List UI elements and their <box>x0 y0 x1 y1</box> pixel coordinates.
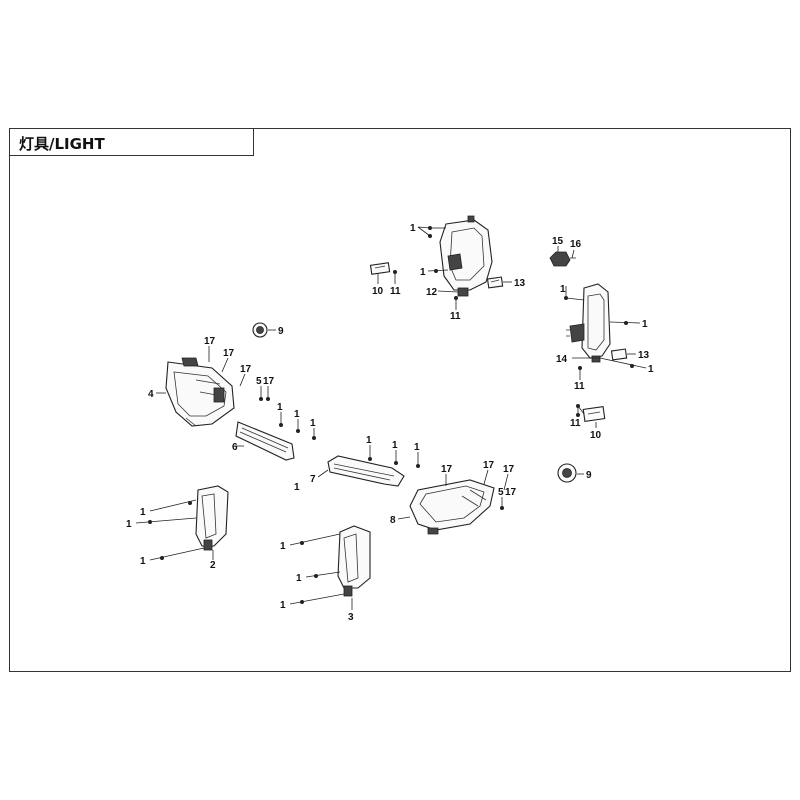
callout-13a: 13 <box>514 278 526 289</box>
part-3-lower-lamp <box>337 525 371 597</box>
part-2-lower-lamp <box>195 485 229 551</box>
part-13-reflector-right <box>610 348 628 361</box>
callout-1j: 1 <box>280 541 286 552</box>
part-13-reflector-upper <box>486 276 504 289</box>
callout-17g: 17 <box>503 464 515 475</box>
callout-9b: 9 <box>586 470 592 481</box>
part-6-left-strip <box>235 421 295 461</box>
diagram-frame <box>9 128 791 672</box>
callout-10a: 10 <box>372 286 384 297</box>
part-9-grommet-right <box>557 463 577 483</box>
part-9-grommet-left <box>252 322 268 338</box>
callout-13b: 13 <box>638 350 650 361</box>
callout-5a: 5 <box>256 376 262 387</box>
callout-11c: 11 <box>574 381 585 392</box>
part-right-tail-lamp <box>566 283 611 363</box>
callout-1d: 1 <box>366 435 372 446</box>
callout-1l: 1 <box>280 600 286 611</box>
callout-16: 16 <box>570 239 582 250</box>
callout-17c: 17 <box>240 364 252 375</box>
callout-17d: 17 <box>263 376 275 387</box>
callout-12: 12 <box>426 287 438 298</box>
part-7-center-strip <box>327 455 405 487</box>
part-8-right-headlight <box>409 479 495 535</box>
callout-1i: 1 <box>140 556 146 567</box>
title-box <box>9 128 254 156</box>
callout-1a: 1 <box>277 402 283 413</box>
page-title: 灯具/LIGHT <box>19 135 105 153</box>
callout-3: 3 <box>348 612 354 623</box>
callout-17b: 17 <box>223 348 235 359</box>
part-10-reflector-lower <box>582 406 606 422</box>
callout-6: 6 <box>232 442 238 453</box>
callout-5b: 5 <box>498 487 504 498</box>
part-10-reflector-upper <box>369 262 391 275</box>
callout-17e: 17 <box>441 464 453 475</box>
callout-1q: 1 <box>648 364 654 375</box>
callout-8: 8 <box>390 515 396 526</box>
callout-9a: 9 <box>278 326 284 337</box>
callout-1n: 1 <box>420 267 426 278</box>
callout-1m: 1 <box>410 223 416 234</box>
callout-10b: 10 <box>590 430 602 441</box>
callout-11d: 11 <box>570 418 581 429</box>
part-4-left-headlight <box>165 357 235 427</box>
callout-7: 7 <box>310 474 316 485</box>
callout-17a: 17 <box>204 336 216 347</box>
part-15-16-bulb-socket <box>549 251 576 267</box>
callout-11a: 11 <box>450 311 461 322</box>
callout-1r: 1 <box>294 482 300 493</box>
callout-1g: 1 <box>140 507 146 518</box>
callout-1e: 1 <box>392 440 398 451</box>
callout-17f: 17 <box>483 460 495 471</box>
callout-1p: 1 <box>642 319 648 330</box>
callout-2: 2 <box>210 560 216 571</box>
callout-11b: 11 <box>390 286 401 297</box>
callout-1b: 1 <box>294 409 300 420</box>
part-upper-center-lamp <box>439 215 493 297</box>
callout-1c: 1 <box>310 418 316 429</box>
callout-1k: 1 <box>296 573 302 584</box>
callout-17h: 17 <box>505 487 517 498</box>
callout-14: 14 <box>556 354 568 365</box>
callout-1f: 1 <box>414 442 420 453</box>
callout-4: 4 <box>148 389 154 400</box>
callout-1o: 1 <box>560 284 566 295</box>
callout-15: 15 <box>552 236 564 247</box>
callout-1h: 1 <box>126 519 132 530</box>
